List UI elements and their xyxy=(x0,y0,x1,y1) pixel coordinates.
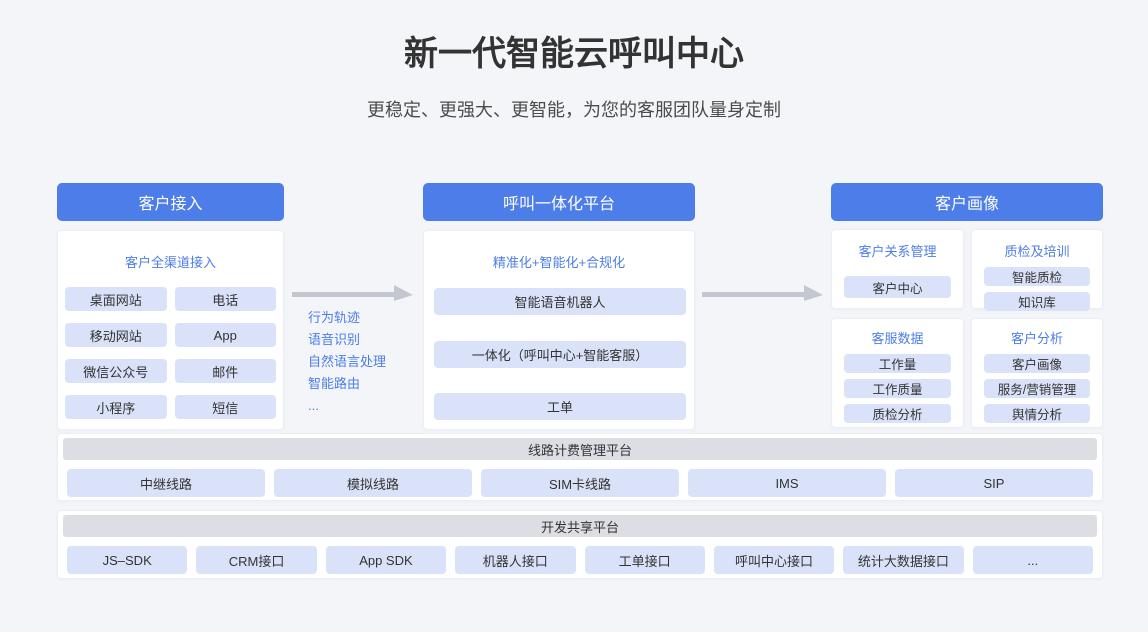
portrait-group-chip: 工作量 xyxy=(844,354,951,373)
platform-feature-chip: 智能语音机器人 xyxy=(434,288,686,315)
portrait-group-crm: 客户关系管理 客户中心 xyxy=(831,229,964,309)
flow-item: 行为轨迹 xyxy=(308,310,361,325)
dev-api-chip: 机器人接口 xyxy=(455,546,576,574)
access-channel-chip: App xyxy=(174,323,276,347)
dev-api-chip: JS–SDK xyxy=(67,546,188,574)
right-arrow-icon xyxy=(292,285,413,301)
access-column-header: 客户接入 xyxy=(57,183,284,221)
platform-column-header: 呼叫一体化平台 xyxy=(423,183,695,221)
portrait-group-chip: 客户中心 xyxy=(844,276,951,298)
page-title: 新一代智能云呼叫中心 xyxy=(404,35,744,73)
billing-platform-row: 线路计费管理平台 中继线路 模拟线路 SIM卡线路 IMS SIP xyxy=(57,433,1103,501)
access-panel-subtitle: 客户全渠道接入 xyxy=(124,255,216,270)
access-channel-chip: 桌面网站 xyxy=(65,287,167,311)
access-channel-chip: 短信 xyxy=(174,395,276,419)
access-channel-chip: 移动网站 xyxy=(65,323,167,347)
platform-feature-chip: 工单 xyxy=(434,393,686,420)
access-channel-chip: 微信公众号 xyxy=(65,359,167,383)
portrait-group-quality-training: 质检及培训 智能质检 知识库 xyxy=(971,229,1103,311)
portrait-group-customer-analysis: 客户分析 客户画像 服务/营销管理 舆情分析 xyxy=(971,318,1103,428)
flow-item: ... xyxy=(308,398,319,413)
flow-item: 智能路由 xyxy=(308,376,361,391)
platform-panel: 精准化+智能化+合规化 智能语音机器人 一体化（呼叫中心+智能客服） 工单 xyxy=(423,230,695,430)
portrait-group-chip: 客户画像 xyxy=(984,354,1090,373)
access-channel-grid: 桌面网站 电话 移动网站 App 微信公众号 邮件 小程序 短信 xyxy=(58,287,283,419)
dev-api-chip: 统计大数据接口 xyxy=(843,546,964,574)
platform-panel-subtitle: 精准化+智能化+合规化 xyxy=(492,255,626,270)
page-subtitle: 更稳定、更强大、更智能，为您的客服团队量身定制 xyxy=(367,100,781,120)
access-channel-chip: 小程序 xyxy=(65,395,167,419)
dev-platform-title: 开发共享平台 xyxy=(63,515,1097,537)
portrait-group-chip: 知识库 xyxy=(984,292,1090,311)
portrait-group-chip: 工作质量 xyxy=(844,379,951,398)
portrait-group-title: 客户关系管理 xyxy=(858,244,937,259)
dev-api-chip: CRM接口 xyxy=(196,546,317,574)
portrait-group-chip: 舆情分析 xyxy=(984,404,1090,423)
flow-item: 语音识别 xyxy=(308,332,361,347)
billing-platform-title: 线路计费管理平台 xyxy=(63,438,1097,460)
dev-api-chip: 呼叫中心接口 xyxy=(713,546,835,574)
portrait-group-chip: 智能质检 xyxy=(984,267,1090,286)
billing-line-chip: 中继线路 xyxy=(67,469,265,497)
billing-line-chip: 模拟线路 xyxy=(274,469,472,497)
portrait-group-title: 客户分析 xyxy=(1010,331,1063,346)
billing-line-chip: SIM卡线路 xyxy=(481,469,679,497)
portrait-group-title: 客服数据 xyxy=(871,331,924,346)
access-channel-chip: 电话 xyxy=(174,287,276,311)
portrait-group-title: 质检及培训 xyxy=(1004,244,1070,259)
dev-platform-chips: JS–SDK CRM接口 App SDK 机器人接口 工单接口 呼叫中心接口 统… xyxy=(58,537,1102,574)
billing-line-chip: SIP xyxy=(895,469,1093,497)
portrait-column-header: 客户画像 xyxy=(831,183,1103,221)
dev-api-chip: 工单接口 xyxy=(584,546,705,574)
portrait-group-service-data: 客服数据 工作量 工作质量 质检分析 xyxy=(831,318,964,428)
right-arrow-icon xyxy=(702,285,823,301)
hero-section: 新一代智能云呼叫中心 更稳定、更强大、更智能，为您的客服团队量身定制 xyxy=(0,0,1148,122)
flow-capabilities-list: 行为轨迹 语音识别 自然语言处理 智能路由 ... xyxy=(308,311,386,421)
access-channel-chip: 邮件 xyxy=(174,359,276,383)
billing-platform-chips: 中继线路 模拟线路 SIM卡线路 IMS SIP xyxy=(58,460,1102,497)
portrait-group-chip: 质检分析 xyxy=(844,404,951,423)
dev-api-chip: ... xyxy=(972,546,1093,574)
dev-platform-row: 开发共享平台 JS–SDK CRM接口 App SDK 机器人接口 工单接口 呼… xyxy=(57,510,1103,579)
billing-line-chip: IMS xyxy=(688,469,886,497)
access-panel: 客户全渠道接入 桌面网站 电话 移动网站 App 微信公众号 邮件 小程序 短信 xyxy=(57,230,284,430)
dev-api-chip: App SDK xyxy=(325,546,447,574)
platform-feature-chip: 一体化（呼叫中心+智能客服） xyxy=(434,341,686,368)
flow-item: 自然语言处理 xyxy=(308,354,387,369)
portrait-group-chip: 服务/营销管理 xyxy=(984,379,1090,398)
